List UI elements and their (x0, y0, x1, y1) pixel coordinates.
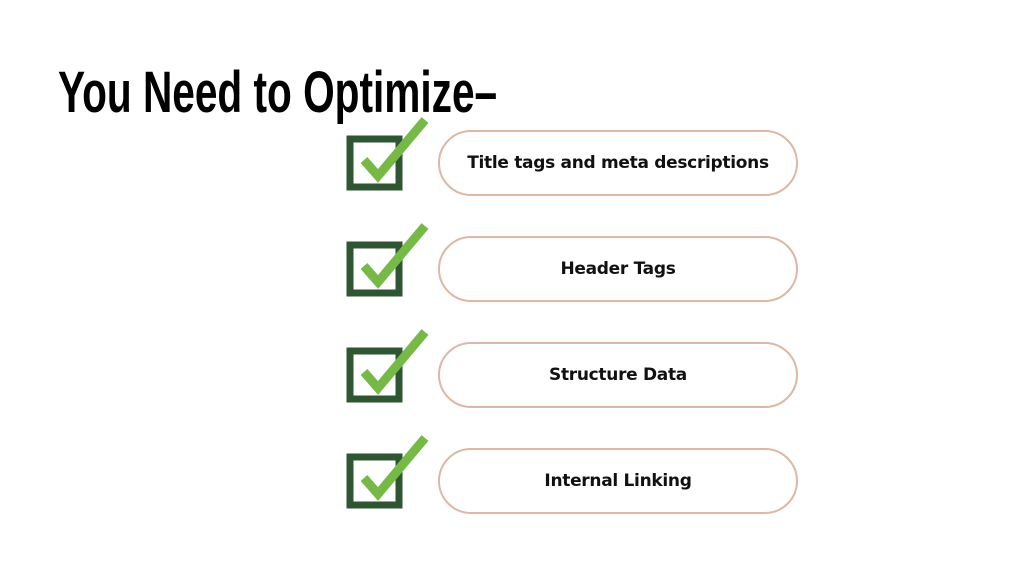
checkbox-checked-icon (346, 435, 429, 509)
item-pill: Title tags and meta descriptions (438, 130, 798, 196)
checklist-item: Title tags and meta descriptions (340, 117, 810, 200)
item-pill: Structure Data (438, 342, 798, 408)
checklist-item: Header Tags (340, 223, 810, 306)
checkbox-checked-icon (346, 117, 429, 191)
item-pill: Internal Linking (438, 448, 798, 514)
checklist-item: Internal Linking (340, 435, 810, 518)
checkbox-checked-icon (346, 329, 429, 403)
page-title: You Need to Optimize– (58, 60, 498, 125)
checklist-item: Structure Data (340, 329, 810, 412)
checkbox-checked-icon (346, 223, 429, 297)
item-pill: Header Tags (438, 236, 798, 302)
